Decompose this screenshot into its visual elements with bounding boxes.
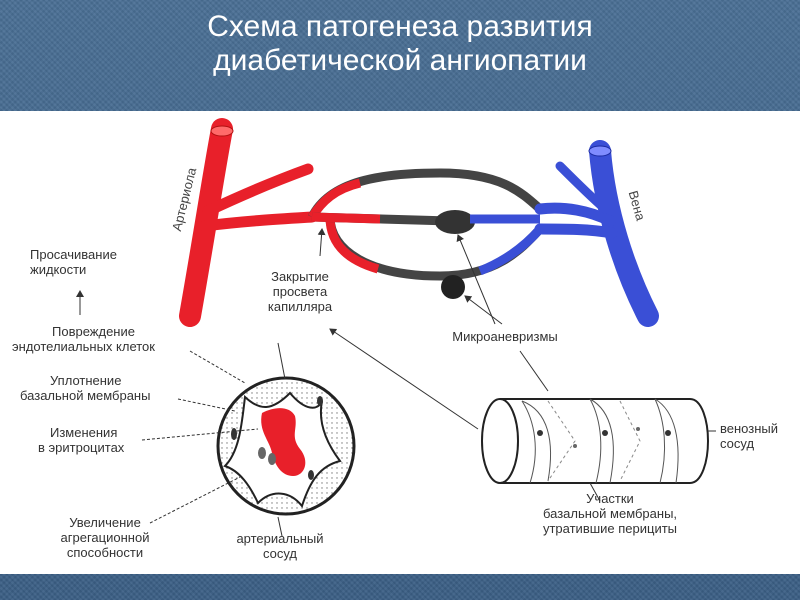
capillary-closure-label: Закрытие просвета капилляра: [267, 269, 333, 314]
rbc-changes-label: Изменения в эритроцитах: [38, 425, 125, 455]
diagram-svg: [76, 118, 716, 537]
arteriole-vessel: [179, 118, 318, 327]
arterial-vessel-label: артериальный сосуд: [236, 531, 324, 561]
capillary-network: [307, 168, 544, 299]
title-line-1: Схема патогенеза развития: [207, 10, 593, 43]
title-line-2: диабетической ангиопатии: [213, 44, 587, 77]
diagram-panel: Артериола Вена Просачивание жидкости Зак…: [0, 111, 800, 574]
vein-vessel: [534, 140, 659, 327]
venous-cylinder: [481, 398, 710, 484]
pericyte-loss-label: Участки базальной мембраны, утратившие п…: [542, 491, 678, 536]
venous-vessel-label: венозный сосуд: [720, 421, 778, 451]
microaneurysm-2: [441, 275, 465, 299]
endothelial-damage-label: Повреждение эндотелиальных клеток: [12, 324, 155, 354]
fluid-seepage-label: Просачивание жидкости: [30, 247, 117, 277]
microaneurysms-label: Микроаневризмы: [452, 329, 558, 344]
basement-thickening-label: Уплотнение базальной мембраны: [20, 373, 151, 403]
arterial-cross-section: [216, 376, 356, 516]
aggregation-label: Увеличение агрегационной способности: [60, 515, 150, 560]
slide-title: Схема патогенеза развития диабетической …: [0, 10, 800, 78]
microaneurysm-1: [435, 210, 475, 234]
